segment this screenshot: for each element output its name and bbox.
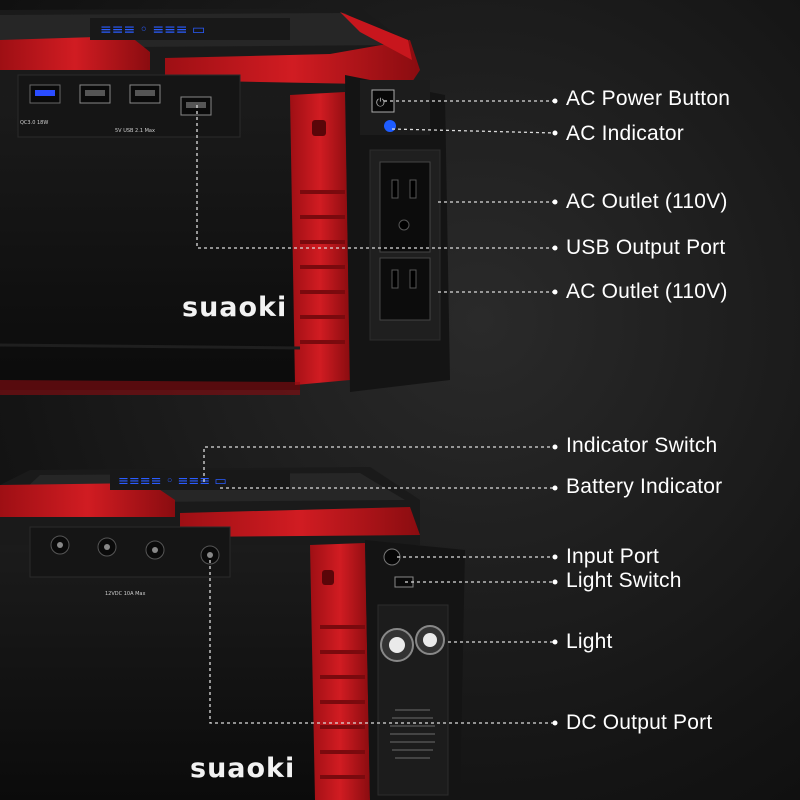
power-station-side-view: ≡≡≡≡ ◦ ≡≡≡ ▭ <box>0 455 470 800</box>
battery-indicator-display: ≡≡≡≡ ◦ ≡≡≡ ▭ <box>110 470 290 490</box>
brand-logo-bottom: suaoki <box>190 753 296 784</box>
power-station-front-view: ≡≡≡ ◦ ≡≡≡ ▭ <box>0 0 470 400</box>
speaker-grille <box>390 709 435 759</box>
brand-logo-top: suaoki <box>182 292 288 323</box>
power-station-side-illustration: ≡≡≡≡ ◦ ≡≡≡ ▭ <box>0 467 465 800</box>
usb-ports <box>29 84 212 116</box>
label-ac-outlet-upper: AC Outlet (110V) <box>566 190 728 213</box>
label-ac-outlet-lower: AC Outlet (110V) <box>566 280 728 303</box>
ac-power-button-graphic: ⏻ <box>371 89 395 113</box>
label-ac-power-button: AC Power Button <box>566 87 731 110</box>
label-battery-indicator: Battery Indicator <box>566 475 723 498</box>
label-light-switch: Light Switch <box>566 569 682 592</box>
dc-caption: 12VDC 10A Max <box>105 591 146 597</box>
label-usb-output-port: USB Output Port <box>566 236 726 259</box>
svg-text:⏻: ⏻ <box>376 97 385 109</box>
dc-output-ports <box>50 535 220 565</box>
light-switch-graphic <box>394 576 414 588</box>
label-indicator-switch: Indicator Switch <box>566 434 718 457</box>
input-port-graphic <box>383 548 401 566</box>
svg-text:≡≡≡≡ ◦ ≡≡≡ ▭: ≡≡≡≡ ◦ ≡≡≡ ▭ <box>118 474 227 489</box>
label-input-port: Input Port <box>566 545 660 568</box>
ac-outlets <box>379 161 431 321</box>
label-ac-indicator: AC Indicator <box>566 122 684 145</box>
power-station-front-illustration: ≡≡≡ ◦ ≡≡≡ ▭ <box>0 8 450 395</box>
lcd-display: ≡≡≡ ◦ ≡≡≡ ▭ <box>90 18 290 40</box>
usb-right-caption: 5V USB 2.1 Max <box>115 128 155 134</box>
label-dc-output-port: DC Output Port <box>566 711 713 734</box>
ac-indicator-led <box>384 120 396 132</box>
svg-text:≡≡≡ ◦ ≡≡≡ ▭: ≡≡≡ ◦ ≡≡≡ ▭ <box>100 22 205 38</box>
label-light: Light <box>566 630 613 653</box>
usb-left-caption: QC3.0 18W <box>20 120 49 126</box>
